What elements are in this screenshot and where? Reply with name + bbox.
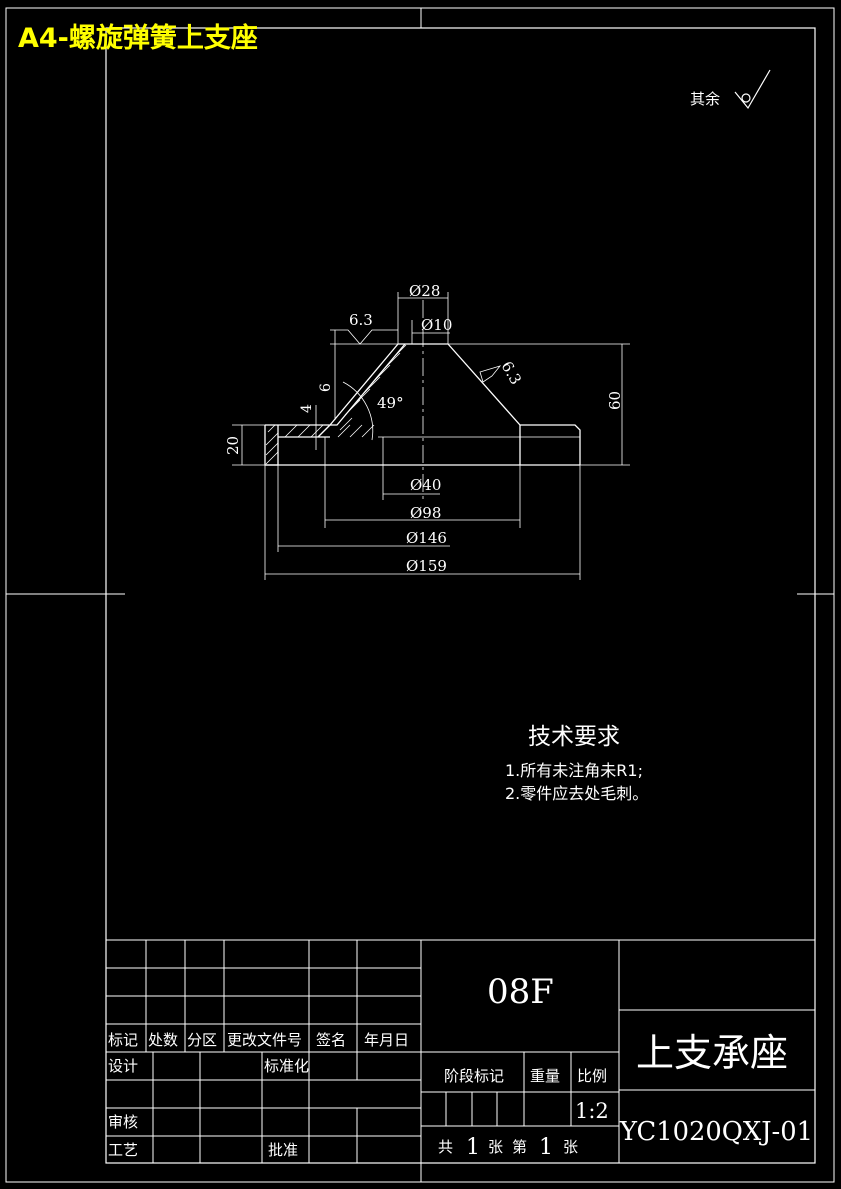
tb-design: 设计	[108, 1057, 138, 1075]
tb-approve: 批准	[268, 1141, 298, 1159]
tb-review: 审核	[108, 1113, 138, 1131]
dim-h60: 60	[606, 391, 624, 410]
tb-sheet-no-label: 第	[512, 1138, 527, 1156]
tb-header-mark: 标记	[108, 1031, 138, 1049]
dim-h20: 20	[224, 436, 242, 455]
tb-weight: 重量	[530, 1067, 560, 1085]
tb-header-zone: 分区	[187, 1031, 217, 1049]
tb-sheet-unit: 张	[488, 1138, 503, 1156]
tb-sheet-no: 1	[539, 1135, 553, 1160]
dim-d40: Ø40	[410, 476, 441, 494]
tech-req-item-2: 2.零件应去处毛刺。	[505, 784, 648, 803]
tb-process: 工艺	[108, 1141, 138, 1159]
tb-header-change-doc: 更改文件号	[227, 1031, 302, 1049]
dim-d10: Ø10	[421, 316, 452, 334]
tb-material: 08F	[487, 972, 554, 1012]
dim-d146: Ø146	[406, 529, 447, 547]
tb-standardize: 标准化	[264, 1057, 309, 1075]
banner-title: A4-螺旋弹簧上支座	[18, 22, 258, 54]
tb-sheet-total: 1	[466, 1135, 480, 1160]
tb-part-name: 上支承座	[636, 1031, 788, 1075]
section-hatch	[265, 344, 407, 465]
part-section-view	[264, 343, 581, 466]
tb-sheet-total-label: 共	[438, 1138, 453, 1156]
tb-stage-mark: 阶段标记	[444, 1067, 504, 1085]
tech-req-heading: 技术要求	[528, 724, 620, 750]
dim-h6: 6	[318, 383, 334, 392]
tb-header-sign: 签名	[316, 1031, 346, 1049]
tb-header-count: 处数	[148, 1031, 178, 1049]
dim-angle: 49°	[377, 394, 404, 412]
inner-border	[105, 27, 816, 1164]
title-block-grid	[105, 939, 816, 1164]
dim-d28: Ø28	[409, 282, 440, 300]
roughness-symbol-icon	[734, 69, 771, 110]
tb-sheet-unit2: 张	[563, 1138, 578, 1156]
tb-scale-label: 比例	[577, 1067, 607, 1085]
tb-header-date: 年月日	[364, 1031, 409, 1049]
dimension-lines	[232, 292, 630, 580]
tb-drawing-no: YC1020QXJ-01	[619, 1117, 813, 1147]
roughness-right-value: 6.3	[498, 358, 526, 388]
tech-req-item-1: 1.所有未注角未R1;	[505, 761, 643, 780]
dim-h4: 4	[299, 404, 315, 413]
roughness-note-label: 其余	[690, 90, 720, 108]
tb-scale: 1:2	[575, 1099, 609, 1123]
dim-d98: Ø98	[410, 504, 441, 522]
dim-d159: Ø159	[406, 557, 447, 575]
roughness-left-value: 6.3	[349, 311, 373, 329]
outer-border	[5, 7, 835, 1183]
